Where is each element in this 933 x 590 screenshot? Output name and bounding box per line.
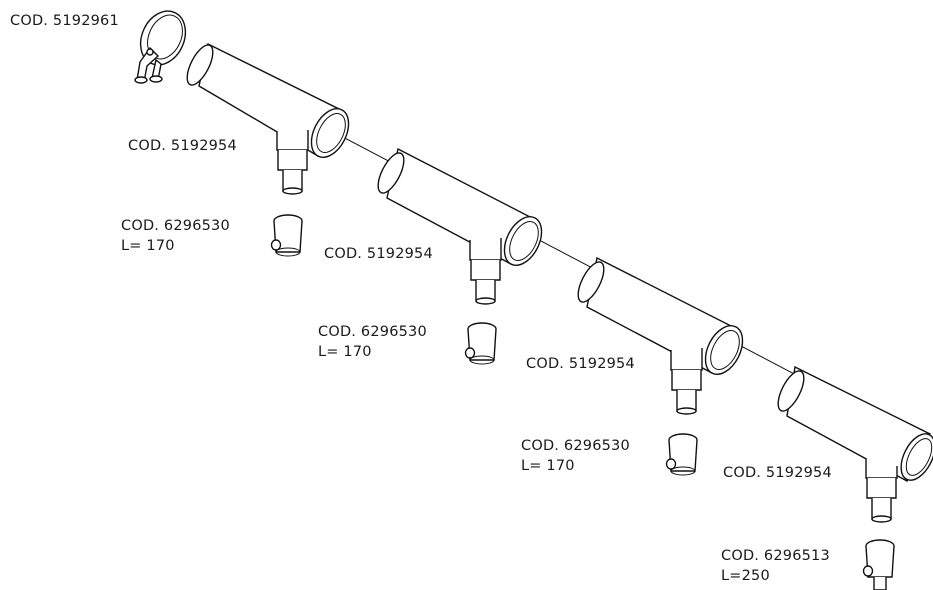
tee-part-1 — [186, 42, 350, 195]
label-tee-3-code: COD. 5192954 — [526, 356, 635, 372]
label-fitting-1: COD. 6296530 L= 170 — [121, 218, 230, 254]
tee-part-3 — [577, 256, 744, 415]
label-tee-4-code: COD. 5192954 — [723, 465, 832, 481]
label-cap-code: COD. 5192961 — [10, 13, 119, 29]
label-tee-1-code: COD. 5192954 — [128, 138, 237, 154]
label-fitting-2: COD. 6296530 L= 170 — [318, 324, 427, 360]
fitting-part-3 — [665, 433, 698, 476]
fitting-part-1 — [270, 214, 303, 257]
label-fitting-3: COD. 6296530 L= 170 — [521, 438, 630, 474]
fitting-part-4 — [862, 539, 895, 590]
label-fitting-4: COD. 6296513 L=250 — [721, 548, 830, 584]
tee-part-4 — [777, 365, 933, 523]
tee-part-2 — [377, 147, 543, 305]
end-cap-part — [134, 10, 187, 84]
label-tee-2-code: COD. 5192954 — [324, 246, 433, 262]
fitting-part-2 — [464, 322, 497, 365]
